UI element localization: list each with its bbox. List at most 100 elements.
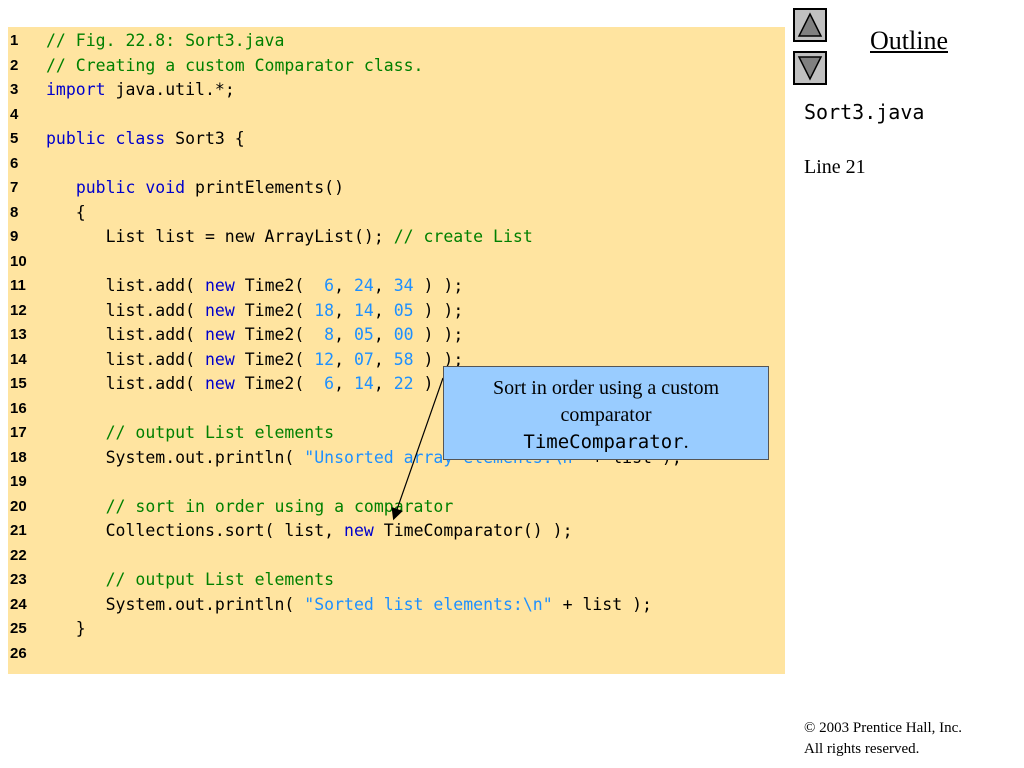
- code-token: 14: [353, 374, 374, 393]
- code-line: 21 Collections.sort( list, new TimeCompa…: [8, 519, 785, 543]
- code-token: {: [46, 202, 86, 222]
- code-line: 3 import java.util.*;: [8, 78, 785, 102]
- code-text: // Fig. 22.8: Sort3.java: [46, 29, 284, 53]
- code-token: ,: [373, 349, 394, 369]
- line-number: 10: [10, 252, 27, 270]
- code-token: // Creating a custom Comparator class.: [46, 55, 424, 75]
- code-token: 14: [354, 300, 374, 320]
- line-number: 8: [10, 203, 19, 221]
- code-listing: 1 // Fig. 22.8: Sort3.java 2 // Creating a …: [8, 27, 785, 674]
- code-token: list.add(: [46, 300, 205, 320]
- code-text: // Creating a custom Comparator class.: [46, 54, 424, 78]
- code-token: 22: [393, 374, 414, 393]
- code-text: list.add( new Time2( 6, 24, 34 ) );: [46, 274, 464, 298]
- line-number: 12: [10, 301, 27, 319]
- callout-text-line2: comparator: [560, 404, 652, 426]
- outline-link[interactable]: Outline: [870, 26, 948, 55]
- line-number: 4: [10, 105, 19, 123]
- line-number: 19: [10, 473, 27, 490]
- code-line: 4: [8, 103, 785, 127]
- code-line: 12 list.add( new Time2( 18, 14, 05 ) );: [8, 299, 785, 323]
- code-token: list.add(: [46, 349, 205, 369]
- line-number: 16: [10, 399, 27, 417]
- code-token: Time2(: [234, 349, 315, 369]
- line-number: 22: [10, 546, 27, 564]
- code-token: Time2(: [234, 325, 325, 344]
- code-token: 05: [353, 325, 374, 344]
- code-text: // output List elements: [46, 421, 334, 445]
- code-text: list.add( new Time2( 6, 14, 22 ) );: [46, 372, 464, 396]
- code-token: ,: [334, 325, 354, 344]
- code-line: 14 list.add( new Time2( 12, 07, 58 ) );: [8, 348, 785, 372]
- code-token: ,: [373, 374, 394, 393]
- next-slide-button[interactable]: [793, 51, 827, 85]
- footer: © 2003 Prentice Hall, Inc. All rights re…: [804, 718, 962, 760]
- line-number: 25: [10, 620, 27, 637]
- code-token: // create List: [393, 227, 533, 246]
- code-token: ,: [373, 325, 394, 344]
- code-text: list.add( new Time2( 8, 05, 00 ) );: [46, 323, 464, 347]
- callout-box: Sort in order using a custom comparator …: [443, 366, 769, 460]
- line-number: 2: [10, 56, 19, 74]
- code-text: Collections.sort( list, new TimeComparat…: [46, 519, 573, 543]
- code-token: 58: [393, 349, 414, 369]
- code-token: ,: [334, 276, 354, 295]
- callout-suffix: .: [683, 431, 689, 453]
- triangle-down-icon: [797, 56, 823, 81]
- code-token: Collections.sort( list,: [46, 521, 345, 540]
- code-text: List list = new ArrayList(); // create L…: [46, 225, 533, 249]
- line-number: 20: [10, 497, 27, 515]
- code-line: 19: [8, 470, 785, 494]
- line-number: 24: [10, 595, 27, 613]
- line-number: 15: [10, 375, 27, 392]
- code-line: 16: [8, 397, 785, 421]
- code-text: list.add( new Time2( 12, 07, 58 ) );: [46, 348, 464, 372]
- code-token: ,: [334, 374, 354, 393]
- code-token: new: [204, 300, 235, 320]
- code-line: 1 // Fig. 22.8: Sort3.java: [8, 29, 785, 53]
- code-text: }: [46, 617, 86, 641]
- code-token: ) );: [413, 300, 464, 320]
- line-number: 26: [10, 644, 27, 662]
- code-token: // sort in order using a comparator: [105, 496, 454, 516]
- previous-slide-button[interactable]: [793, 8, 827, 42]
- line-number: 9: [10, 228, 19, 245]
- code-text: System.out.println( "Sorted list element…: [46, 593, 652, 617]
- code-token: Time2(: [234, 276, 325, 295]
- code-token: // output List elements: [105, 570, 335, 589]
- code-token: new: [204, 374, 235, 393]
- code-token: 12: [314, 349, 335, 369]
- code-token: }: [46, 619, 86, 638]
- rights-text: All rights reserved.: [804, 741, 920, 757]
- code-token: list.add(: [46, 276, 205, 295]
- code-token: ) );: [413, 349, 464, 369]
- code-token: 18: [314, 300, 335, 320]
- code-token: // output List elements: [105, 423, 335, 442]
- copyright-text: © 2003 Prentice Hall, Inc.: [804, 720, 963, 736]
- code-token: [46, 178, 76, 197]
- line-number: 11: [10, 277, 26, 294]
- code-line: 13 list.add( new Time2( 8, 05, 00 ) );: [8, 323, 785, 347]
- callout-code: TimeComparator: [523, 431, 684, 453]
- code-token: ,: [334, 349, 354, 369]
- code-line: 11 list.add( new Time2( 6, 24, 34 ) );: [8, 274, 785, 298]
- code-text: // sort in order using a comparator: [46, 495, 454, 519]
- code-line: 17 // output List elements: [8, 421, 785, 445]
- file-name: Sort3.java: [804, 100, 925, 124]
- code-token: list.add(: [46, 325, 205, 344]
- code-token: // Fig. 22.8: Sort3.java: [46, 31, 285, 50]
- line-number: 1: [10, 32, 19, 49]
- line-number: 3: [10, 81, 19, 98]
- code-token: ,: [373, 276, 394, 295]
- code-line: 23 // output List elements: [8, 568, 785, 592]
- line-number: 17: [10, 424, 27, 441]
- code-token: List list = new ArrayList();: [46, 227, 394, 246]
- code-line: 22: [8, 544, 785, 568]
- code-text: {: [46, 201, 86, 225]
- code-text: import java.util.*;: [46, 78, 235, 102]
- callout-code-line: TimeComparator.: [444, 429, 768, 456]
- line-number: 14: [10, 350, 27, 368]
- code-token: Sort3 {: [165, 129, 245, 148]
- code-token: [46, 497, 106, 516]
